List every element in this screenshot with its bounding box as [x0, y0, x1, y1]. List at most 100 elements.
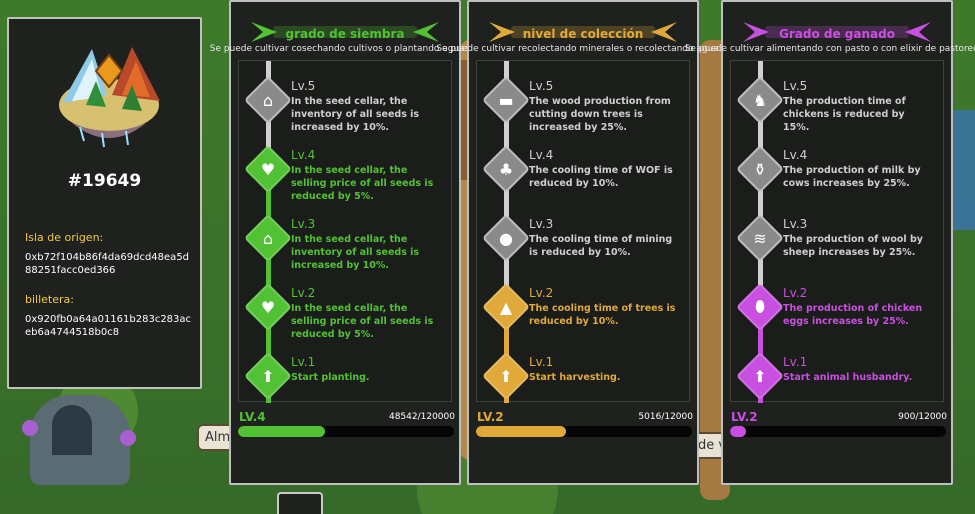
- rock-icon: ●: [499, 228, 513, 248]
- level-label: Lv.2: [529, 286, 554, 300]
- log-icon: ▬: [498, 90, 514, 110]
- progress-value: 48542/120000: [388, 412, 455, 422]
- level-label: Lv.4: [529, 148, 554, 162]
- collection-panel: nivel de colección Se puede cultivar reco…: [436, 0, 722, 485]
- panel-description: Se puede cultivar alimentando con pasto …: [684, 44, 975, 54]
- current-level: LV.2: [731, 410, 758, 424]
- level-track-fill: [504, 294, 509, 403]
- progress-bar-fill: [238, 426, 326, 437]
- level-track-fill: [758, 294, 763, 403]
- small-slot[interactable]: [277, 492, 323, 514]
- level-label: Lv.5: [529, 79, 554, 93]
- progress-section: LV.2 900/12000: [728, 404, 950, 444]
- greenhouse-icon: ⌂: [262, 90, 274, 110]
- heart-icon: ♥: [260, 159, 276, 179]
- progress-bar: [730, 426, 946, 437]
- ribbon-banner-icon: [251, 22, 439, 42]
- level-label: Lv.5: [783, 79, 808, 93]
- wool-icon: ≋: [753, 228, 767, 248]
- progress-bar-fill: [730, 426, 747, 437]
- level-label: Lv.2: [783, 286, 808, 300]
- level-description: The production of chicken eggs increases…: [783, 303, 923, 327]
- progress-section: LV.4 48542/120000: [236, 404, 458, 444]
- level-label: Lv.1: [291, 355, 316, 369]
- progress-value: 5016/12000: [638, 412, 693, 422]
- origin-label: Isla de origen:: [25, 231, 104, 244]
- milk-icon: ⚱: [753, 159, 767, 179]
- level-list: ⌂ Lv.5 In the seed cellar, the inventory o…: [238, 60, 453, 403]
- level-description: Start animal husbandry.: [783, 372, 913, 383]
- progress-section: LV.2 5016/12000: [474, 404, 696, 444]
- livestock-panel: Grado de ganado Se puede cultivar aliment…: [685, 0, 975, 485]
- arrow-up-icon: ⬆: [753, 366, 767, 386]
- panel-title: nivel de colección: [522, 27, 644, 41]
- level-label: Lv.3: [529, 217, 554, 231]
- level-label: Lv.4: [291, 148, 316, 162]
- ribbon-banner-icon: [489, 22, 677, 42]
- island-icon: [59, 47, 160, 148]
- level-description: The wood production from cutting down tr…: [529, 96, 671, 133]
- current-level: LV.2: [477, 410, 504, 424]
- wallet-label: billetera:: [25, 293, 74, 306]
- arrow-up-icon: ⬆: [499, 366, 513, 386]
- panel-title: grado de siembra: [285, 27, 405, 41]
- flower: [120, 430, 136, 446]
- origin-address: 0xb72f104b86f4da69dcd48ea5d88251facc0ed3…: [25, 252, 190, 276]
- panel-description: Se puede cultivar cosechando cultivos o …: [209, 44, 473, 54]
- level-track-fill: [266, 156, 271, 403]
- level-description: In the seed cellar, the selling price of…: [291, 303, 434, 340]
- level-description: The cooling time of WOF is reduced by 10…: [529, 165, 673, 189]
- level-description: The production of wool by sheep increase…: [783, 234, 923, 258]
- heart-icon: ♥: [260, 297, 276, 317]
- level-description: Start harvesting.: [529, 372, 621, 383]
- flower: [22, 420, 38, 436]
- panel-header: nivel de colección: [469, 6, 697, 54]
- panel-description: Se puede cultivar recolectando minerales…: [436, 44, 722, 54]
- level-label: Lv.3: [291, 217, 316, 231]
- level-description: The production of milk by cows increases…: [783, 165, 921, 189]
- planting-panel: grado de siembra Se puede cultivar cosech…: [210, 0, 472, 485]
- ribbon-banner-icon: [743, 22, 931, 42]
- level-description: The production time of chickens is reduc…: [783, 96, 906, 133]
- level-description: In the seed cellar, the inventory of all…: [291, 96, 420, 133]
- greenhouse-icon: ⌂: [262, 228, 274, 248]
- level-label: Lv.4: [783, 148, 808, 162]
- pine-icon: ▲: [499, 297, 513, 317]
- chicken-icon: ♞: [752, 90, 768, 110]
- current-level: LV.4: [239, 410, 266, 424]
- panel-title: Grado de ganado: [779, 27, 895, 41]
- level-label: Lv.1: [529, 355, 554, 369]
- progress-bar: [238, 426, 454, 437]
- progress-value: 900/12000: [898, 412, 947, 422]
- level-description: The cooling time of mining is reduced by…: [529, 234, 673, 258]
- island-info-card: #19649 Isla de origen: 0xb72f104b86f4da6…: [7, 17, 202, 389]
- progress-bar-fill: [476, 426, 567, 437]
- level-label: Lv.5: [291, 79, 316, 93]
- level-description: The cooling time of trees is reduced by …: [529, 303, 676, 327]
- progress-bar: [476, 426, 692, 437]
- eggs-icon: ⬮: [754, 297, 766, 316]
- level-description: Start planting.: [291, 372, 370, 383]
- shrine-door: [52, 405, 92, 455]
- level-item: ⌂ Lv.5 In the seed cellar, the inventory o…: [239, 71, 453, 133]
- panel-header: Grado de ganado: [723, 6, 951, 54]
- tree-icon: ♣: [498, 159, 514, 179]
- arrow-up-icon: ⬆: [261, 366, 275, 386]
- level-label: Lv.3: [783, 217, 808, 231]
- panel-header: grado de siembra: [231, 6, 459, 54]
